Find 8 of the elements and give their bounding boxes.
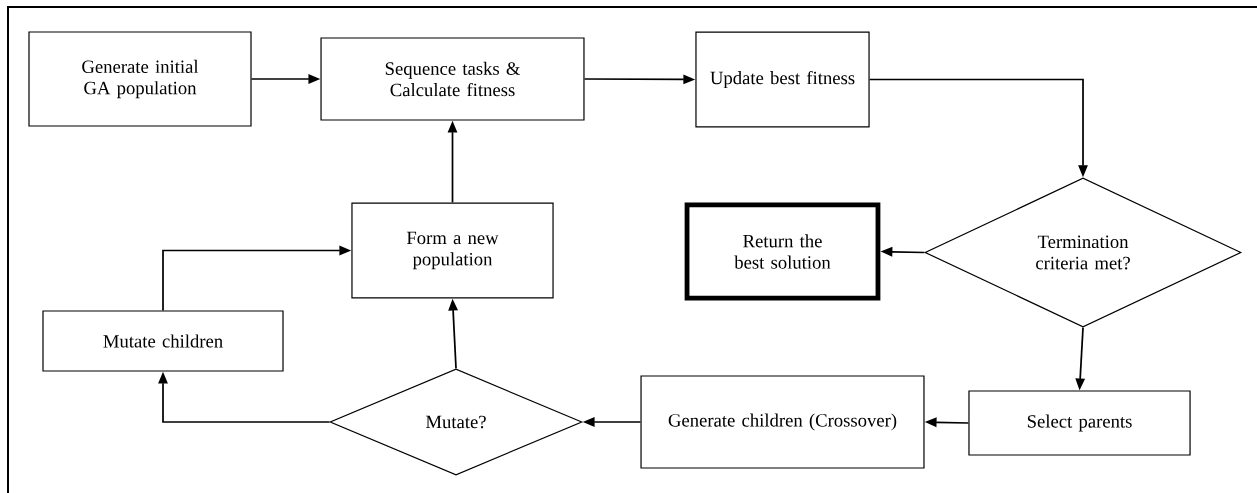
process-box: Generate children (Crossover) [640,375,925,469]
process-box: Mutate children [42,310,284,372]
process-box: Select parents [968,390,1191,456]
process-box: Return the best solution [684,202,881,301]
process-box: Generate initial GA population [28,31,252,127]
process-box: Update best fitness [695,31,870,128]
process-box: Sequence tasks & Calculate fitness [320,37,585,121]
process-box: Form a new population [351,202,554,299]
